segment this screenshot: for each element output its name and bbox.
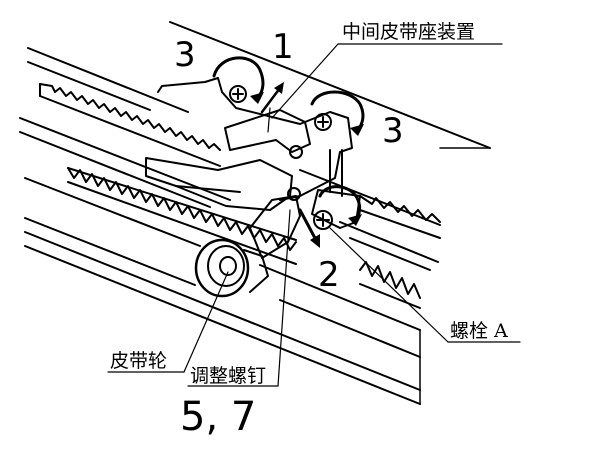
step-number-2: 2 (318, 255, 340, 295)
lift-arrow (260, 82, 284, 114)
lower-toothed-belt (67, 167, 421, 309)
bolt-a (313, 210, 333, 230)
step-number-1: 1 (272, 27, 294, 67)
step-number-3-right: 3 (382, 111, 404, 151)
step-number-3-left: 3 (174, 35, 196, 75)
bolt-upper-left (229, 85, 247, 103)
rotate-arrow-upper-right (310, 90, 365, 136)
label-bolt-a: 螺栓 A (450, 320, 508, 342)
label-adjust-screw: 调整螺钉 (190, 365, 266, 387)
bolt-upper-right (314, 113, 332, 131)
small-bolt (287, 145, 303, 201)
rotate-arrow-upper-left (212, 56, 265, 104)
belt-seat-bracket (145, 77, 361, 259)
label-middle-belt-seat: 中间皮带座装置 (342, 21, 475, 43)
adjust-arrow (298, 208, 320, 248)
rotate-arrow-lower (318, 185, 362, 226)
rail-frame (19, 21, 491, 405)
pulley-wheel (194, 238, 269, 298)
leader-lines (107, 43, 521, 387)
step-number-5-7: 5, 7 (180, 394, 256, 440)
label-pulley: 皮带轮 (110, 350, 167, 372)
upper-toothed-belt (39, 83, 441, 239)
